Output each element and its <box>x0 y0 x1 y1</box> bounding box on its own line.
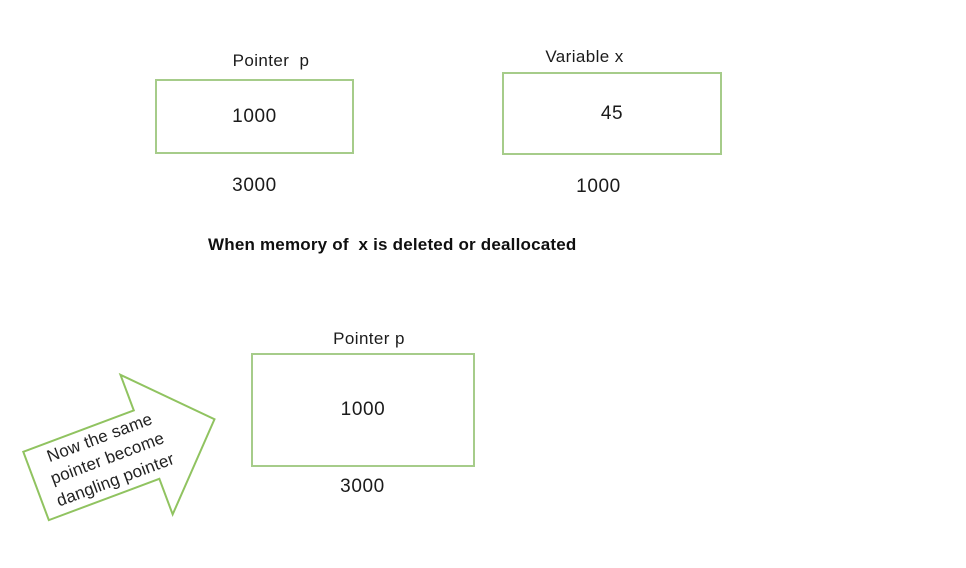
pointer-p-after-label: Pointer p <box>333 329 405 348</box>
pointer-p-after-address: 3000 <box>340 476 385 497</box>
pointer-p-before-value: 1000 <box>232 105 277 127</box>
variable-x-box: 45 <box>502 72 722 155</box>
variable-x-label: Variable x <box>545 47 624 66</box>
pointer-p-before-label: Pointer p <box>232 51 310 70</box>
block-arrow-right-icon <box>21 372 216 522</box>
deletion-caption: When memory of x is deleted or deallocat… <box>208 235 577 254</box>
variable-x-address: 1000 <box>576 176 621 197</box>
arrow-note: Now the same pointer become dangling poi… <box>9 348 243 557</box>
pointer-p-before-address: 3000 <box>232 175 277 196</box>
pointer-p-after-value: 1000 <box>340 399 386 420</box>
pointer-p-before-box: 1000 <box>155 79 354 154</box>
variable-x-value: 45 <box>600 102 624 124</box>
pointer-p-after-box: 1000 <box>251 353 475 467</box>
dangling-arrow: Now the same pointer become dangling poi… <box>9 348 243 557</box>
